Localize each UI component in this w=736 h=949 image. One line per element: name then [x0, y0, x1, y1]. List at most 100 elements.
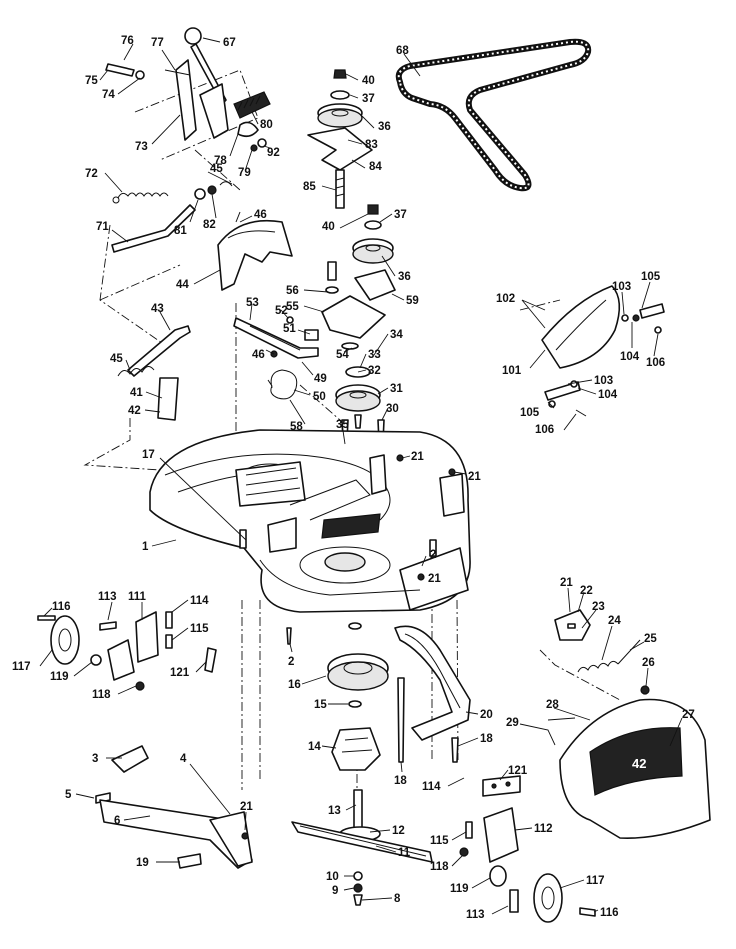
callout-54: 54 — [336, 349, 349, 361]
callout-45-lower: 45 — [110, 353, 123, 365]
callout-24: 24 — [608, 615, 621, 627]
callout-23: 23 — [592, 601, 605, 613]
callout-115-left: 115 — [190, 623, 209, 635]
callout-45-upper: 45 — [210, 163, 223, 175]
callout-105-lower: 105 — [520, 407, 540, 419]
callout-105-upper: 105 — [641, 271, 661, 283]
callout-77: 77 — [151, 37, 164, 49]
cover-logo-text: 42 — [632, 756, 646, 771]
callout-30: 30 — [386, 403, 399, 415]
callout-11: 11 — [398, 847, 411, 859]
callout-76: 76 — [121, 35, 134, 47]
callout-14: 14 — [308, 741, 321, 753]
callout-18-b: 18 — [480, 733, 493, 745]
callout-113-left: 113 — [98, 591, 117, 603]
callout-28: 28 — [546, 699, 559, 711]
callout-50: 50 — [313, 391, 326, 403]
callout-1: 1 — [142, 541, 149, 553]
deck-lift-linkage — [95, 745, 253, 869]
callout-118-right: 118 — [430, 861, 449, 873]
callout-56: 56 — [286, 285, 299, 297]
callout-111: 111 — [128, 591, 147, 603]
idler-arm — [233, 316, 319, 359]
callout-52: 52 — [275, 305, 288, 317]
callout-43: 43 — [151, 303, 164, 315]
callout-79: 79 — [238, 167, 251, 179]
callout-21-link: 21 — [240, 801, 253, 813]
callout-21-deck-c: 21 — [428, 573, 441, 585]
callout-106-upper: 106 — [646, 357, 665, 369]
callout-9: 9 — [332, 885, 338, 897]
callout-8: 8 — [394, 893, 401, 905]
callout-121-right: 121 — [508, 765, 528, 777]
callout-101: 101 — [502, 365, 522, 377]
callout-118-left: 118 — [92, 689, 111, 701]
belt-keeper — [217, 211, 293, 291]
callout-102: 102 — [496, 293, 515, 305]
callout-37-lower: 37 — [394, 209, 407, 221]
callout-74: 74 — [102, 89, 115, 101]
callout-103-lower: 103 — [594, 375, 613, 387]
callout-40-lower: 40 — [322, 221, 335, 233]
callout-2-deck: 2 — [430, 549, 436, 561]
callout-21-deck-b: 21 — [468, 471, 481, 483]
callout-16: 16 — [288, 679, 301, 691]
callout-85: 85 — [303, 181, 316, 193]
callout-6: 6 — [114, 815, 120, 827]
callout-25: 25 — [644, 633, 657, 645]
callout-41: 41 — [130, 387, 143, 399]
callout-114-right: 114 — [422, 781, 441, 793]
callout-40-upper: 40 — [362, 75, 375, 87]
springs-and-rods — [111, 181, 233, 421]
callout-leader-lines — [39, 37, 683, 915]
callout-58: 58 — [290, 421, 303, 433]
callout-26: 26 — [642, 657, 655, 669]
callout-33: 33 — [368, 349, 381, 361]
callout-36-upper: 36 — [378, 121, 391, 133]
callout-104-upper: 104 — [620, 351, 640, 363]
callout-46-lower: 46 — [252, 349, 265, 361]
lift-handle-assembly — [105, 27, 271, 152]
right-gauge-wheel — [459, 775, 596, 923]
callout-121-left: 121 — [170, 667, 190, 679]
idler-bracket — [394, 625, 471, 763]
callout-115-right: 115 — [430, 835, 449, 847]
callout-51: 51 — [283, 323, 296, 335]
callout-17: 17 — [142, 449, 155, 461]
left-gauge-wheel — [37, 611, 217, 691]
callout-119-left: 119 — [50, 671, 69, 683]
callout-113-right: 113 — [466, 909, 485, 921]
callout-83: 83 — [365, 139, 378, 151]
discharge-shield — [541, 285, 665, 417]
callout-35: 35 — [336, 419, 349, 431]
callout-71: 71 — [96, 221, 109, 233]
callout-82: 82 — [203, 219, 216, 231]
callout-5: 5 — [65, 789, 72, 801]
callout-37-upper: 37 — [362, 93, 375, 105]
callout-34: 34 — [390, 329, 403, 341]
drive-belt — [395, 38, 592, 192]
callout-44: 44 — [176, 279, 189, 291]
callout-81: 81 — [174, 225, 187, 237]
callout-72: 72 — [85, 168, 98, 180]
pulley-cover-and-spring: 42 — [547, 609, 711, 839]
callout-20: 20 — [480, 709, 493, 721]
callout-112: 112 — [534, 823, 553, 835]
callout-119-right: 119 — [450, 883, 469, 895]
deck-hardware — [239, 454, 465, 645]
callout-73: 73 — [135, 141, 148, 153]
callout-92: 92 — [267, 147, 280, 159]
callout-15: 15 — [314, 699, 327, 711]
callout-78: 78 — [214, 155, 227, 167]
callout-84: 84 — [369, 161, 382, 173]
callout-4: 4 — [180, 753, 187, 765]
callout-75: 75 — [85, 75, 98, 87]
callout-80: 80 — [260, 119, 273, 131]
callout-53: 53 — [246, 297, 259, 309]
mid-idler-pulley-stack — [321, 204, 396, 350]
callout-29: 29 — [506, 717, 519, 729]
callout-32: 32 — [368, 365, 381, 377]
callout-49: 49 — [314, 373, 327, 385]
callout-55: 55 — [286, 301, 299, 313]
